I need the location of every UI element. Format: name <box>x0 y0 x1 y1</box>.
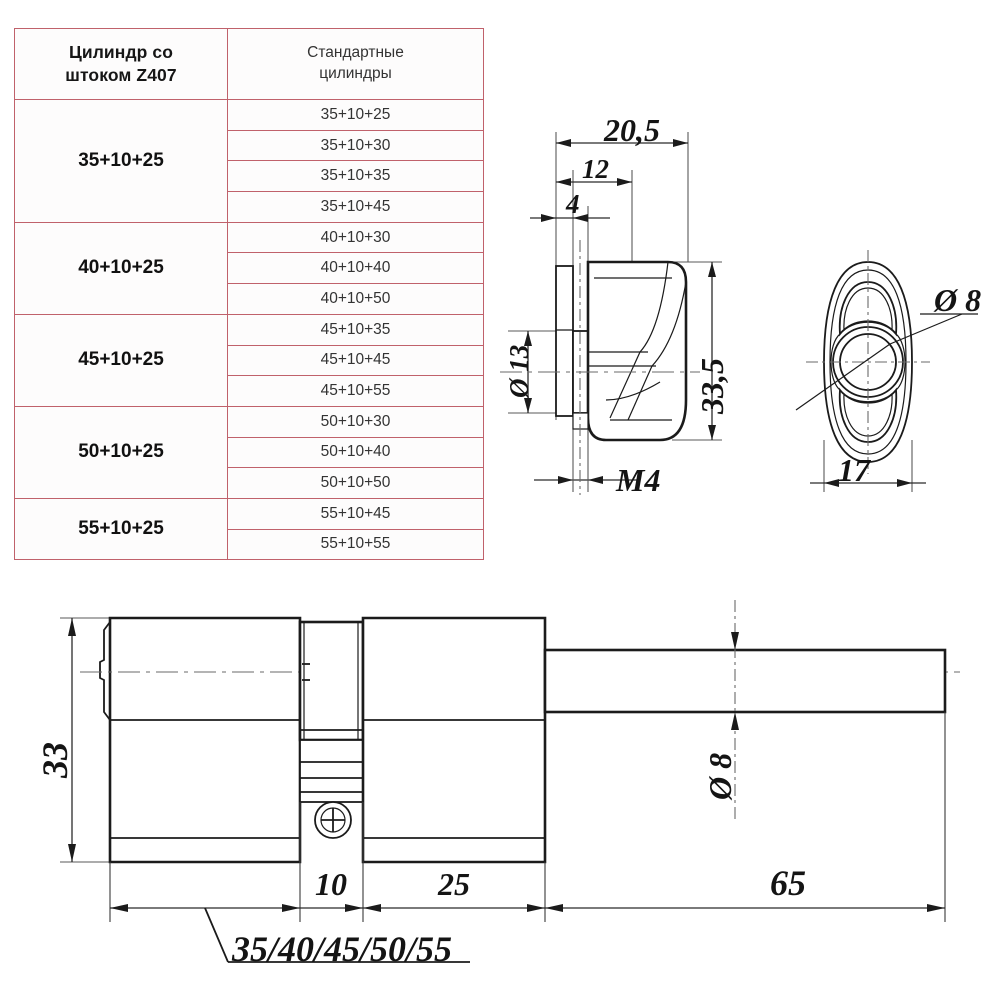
dim-rod-diameter: Ø 8 <box>702 752 738 800</box>
header-left-line2: штоком Z407 <box>65 65 177 85</box>
table-row: 35+10+30 <box>15 129 484 162</box>
group-label-cell: 55+10+25 <box>14 497 228 561</box>
group-label-cell: 45+10+25 <box>14 313 228 407</box>
standard-cell: 50+10+30 <box>227 405 484 438</box>
header-cell-left: Цилиндр со штоком Z407 <box>14 28 228 100</box>
dim-left-section-options: 35/40/45/50/55 <box>232 929 453 969</box>
table-row: 45+10+25 45+10+35 <box>14 313 484 407</box>
dim-front-width: 17 <box>838 452 870 488</box>
table-row: 55+10+55 <box>15 528 484 561</box>
group-label-cell: 50+10+25 <box>14 405 228 499</box>
table-header-row: Цилиндр со штоком Z407 Стандартные цилин… <box>14 28 484 100</box>
group-label-cell: 35+10+25 <box>14 99 228 223</box>
dim-rod-length: 65 <box>770 863 806 903</box>
table-row: 40+10+40 <box>15 252 484 285</box>
table-row: 35+10+25 35+10+25 <box>14 99 484 223</box>
dim-thumbturn-overall-length: 20,5 <box>604 112 660 148</box>
standard-cell: 35+10+25 <box>227 99 484 131</box>
standard-cell: 45+10+45 <box>227 344 484 377</box>
standard-cell: 40+10+50 <box>227 283 484 315</box>
table-row: 45+10+55 <box>15 375 484 407</box>
standard-cell: 45+10+35 <box>227 313 484 346</box>
table-row: 40+10+50 <box>15 283 484 315</box>
standard-cell: 50+10+40 <box>227 436 484 469</box>
dim-thumbturn-thread: M4 <box>616 462 661 498</box>
standard-cell: 40+10+30 <box>227 221 484 254</box>
table-row: 40+10+25 40+10+30 <box>14 221 484 315</box>
standard-cell: 35+10+30 <box>227 129 484 162</box>
table-row: 50+10+25 50+10+30 <box>14 405 484 499</box>
standard-cell: 35+10+35 <box>227 160 484 193</box>
dim-front-hole-diameter: Ø 8 <box>934 282 982 318</box>
table-row: 45+10+45 <box>15 344 484 377</box>
cylinder-spec-table: Цилиндр со штоком Z407 Стандартные цилин… <box>14 28 484 561</box>
standard-cell: 55+10+55 <box>227 528 484 561</box>
standard-cell: 40+10+40 <box>227 252 484 285</box>
dim-thumbturn-plate-thickness: 4 <box>566 189 580 219</box>
header-right-line1: Стандартные <box>307 44 404 62</box>
table-row: 50+10+40 <box>15 436 484 469</box>
header-right-line2: цилиндры <box>319 65 392 82</box>
table-row: 55+10+25 55+10+45 <box>14 497 484 561</box>
dim-cylinder-body-height: 33 <box>35 742 75 778</box>
table-row: 35+10+35 <box>15 160 484 193</box>
standard-cell: 45+10+55 <box>227 375 484 407</box>
dim-cam-width: 10 <box>315 866 347 902</box>
dim-right-section: 25 <box>438 866 470 902</box>
group-label-cell: 40+10+25 <box>14 221 228 315</box>
header-left-line1: Цилиндр со <box>68 41 174 62</box>
header-cell-right: Стандартные цилиндры <box>227 28 484 100</box>
standard-cell: 50+10+50 <box>227 467 484 499</box>
table-row: 50+10+50 <box>15 467 484 499</box>
dim-thumbturn-collar-length: 12 <box>582 154 609 184</box>
